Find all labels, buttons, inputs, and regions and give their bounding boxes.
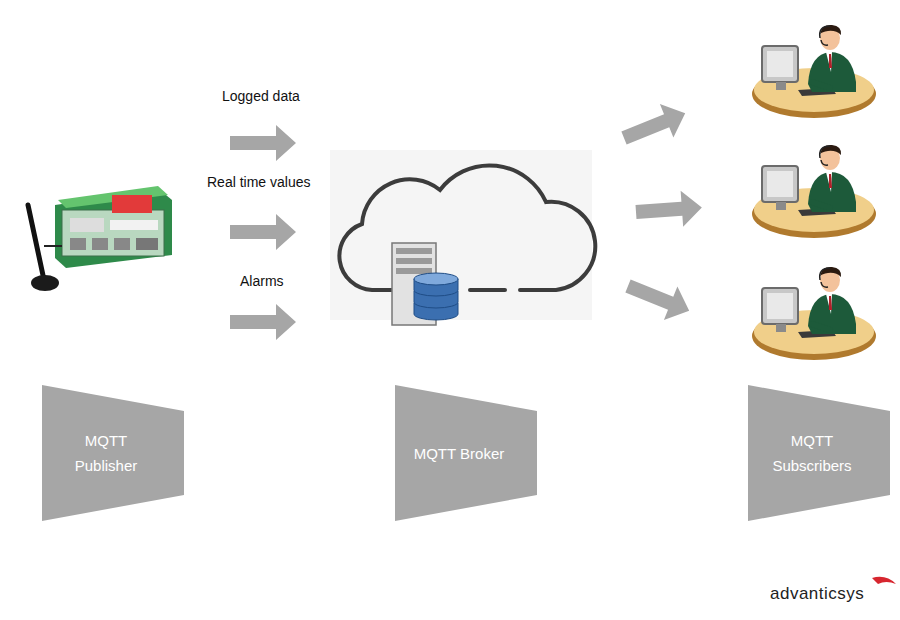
flow-label: Alarms	[240, 273, 284, 289]
subscriber-figure	[752, 25, 876, 118]
trapezoid-stage: MQTT Subscribers	[748, 385, 890, 521]
logo-text: advanticsys	[770, 584, 864, 604]
flow-arrow	[230, 214, 296, 250]
subscriber-figure	[752, 145, 876, 238]
trapezoid-stage: MQTT Broker	[395, 385, 537, 521]
flow-arrow	[617, 97, 692, 155]
flow-arrow	[230, 125, 296, 161]
trapezoid-shape	[42, 385, 184, 521]
text-area: MQTT Broker	[403, 385, 515, 521]
flow-arrow	[230, 304, 296, 340]
text-area: MQTT Subscribers	[756, 385, 868, 521]
flow-label: Logged data	[222, 88, 300, 104]
stage-label: MQTT Publisher	[56, 428, 156, 478]
stage-label: MQTT Broker	[414, 441, 505, 466]
flow-arrow	[621, 269, 696, 327]
controller-device	[28, 186, 172, 291]
trapezoid-shape	[748, 385, 890, 521]
trapezoid-stage: MQTT Publisher	[42, 385, 184, 521]
subscriber-figure	[752, 267, 876, 360]
flow-arrow	[635, 189, 703, 230]
stage-label: MQTT Subscribers	[762, 428, 862, 478]
flow-label: Real time values	[207, 174, 311, 190]
text-area: MQTT Publisher	[50, 385, 162, 521]
cloud-broker	[330, 150, 595, 325]
logo-mark	[872, 577, 896, 584]
